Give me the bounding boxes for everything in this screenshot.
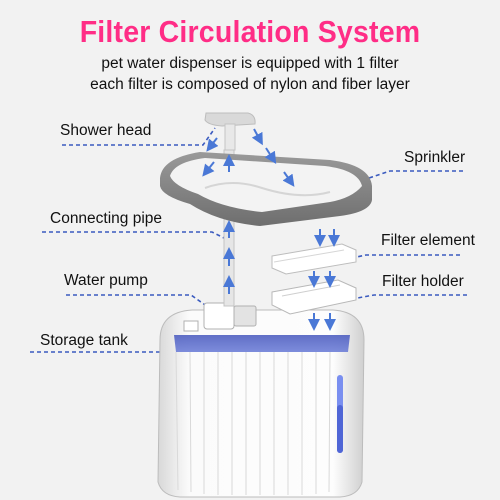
label-shower-head: Shower head (60, 122, 152, 139)
filter-element (271, 243, 357, 275)
filter-element-leader (351, 254, 460, 259)
filter-holder (271, 279, 357, 315)
leader-lines (30, 127, 467, 353)
sprinkler-leader (344, 170, 463, 187)
label-filter-element: Filter element (381, 232, 475, 249)
shower-head-leader (62, 127, 216, 146)
label-filter-holder: Filter holder (382, 273, 464, 290)
label-connecting-pipe: Connecting pipe (50, 210, 163, 227)
storage-tank (157, 309, 365, 498)
subtitle-line-2: each filter is composed of nylon and fib… (90, 76, 410, 93)
connecting-pipe-leader (42, 231, 225, 239)
flow-arrows (202, 128, 340, 331)
filter-holder-leader (351, 294, 467, 300)
water-pump (183, 302, 257, 332)
label-sprinkler: Sprinkler (404, 149, 466, 166)
label-storage-tank: Storage tank (40, 332, 128, 349)
water-pump-leader (66, 294, 209, 308)
page-title: Filter Circulation System (79, 14, 421, 49)
sprinkler-tray (160, 152, 372, 226)
subtitle-line-1: pet water dispenser is equipped with 1 f… (101, 55, 399, 72)
shower-head (204, 112, 256, 151)
label-water-pump: Water pump (64, 272, 148, 289)
